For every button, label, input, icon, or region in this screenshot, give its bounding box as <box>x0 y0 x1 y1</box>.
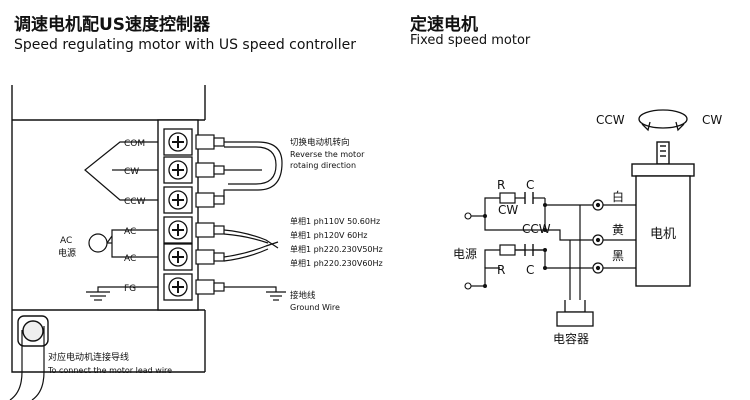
left-title-en: Speed regulating motor with US speed con… <box>14 37 356 53</box>
terminal-screw-icon <box>163 186 193 214</box>
terminal-screw-icon <box>163 243 193 271</box>
capacitor-label: 电容器 <box>553 331 589 346</box>
lead-wire-label-en: To connect the motor lead wire <box>47 366 172 375</box>
capacitor-1 <box>524 192 534 204</box>
junction-dots <box>483 203 547 288</box>
wire-white-label: 白 <box>612 189 624 204</box>
lead-wire-label-cn: 对应电动机连接导线 <box>48 351 129 363</box>
right-title-cn: 定速电机 <box>410 15 478 35</box>
r2-label: R <box>497 263 505 277</box>
terminal-screw-icon <box>163 156 193 184</box>
resistor-2 <box>499 244 516 256</box>
ccw-label: CCW <box>522 222 551 236</box>
external-wiring <box>9 141 286 400</box>
terminal-block <box>163 128 193 301</box>
terminal-labels: COM CW CCW AC AC FG <box>124 139 146 294</box>
terminal-label-ac-2: AC <box>124 254 136 264</box>
terminal-label-com: COM <box>124 139 145 149</box>
resistor-1 <box>499 192 516 204</box>
capacitor-2 <box>524 244 534 256</box>
terminal-label-cw: CW <box>124 167 139 177</box>
right-title-en: Fixed speed motor <box>410 33 531 48</box>
motor-terminals <box>592 199 604 274</box>
r1-label: R <box>497 178 505 192</box>
terminal-label-ccw: CCW <box>124 197 146 207</box>
reverse-label-en1: Reverse the motor <box>290 150 365 159</box>
ac-label: AC <box>60 236 72 246</box>
c2-label: C <box>526 263 534 277</box>
power-label: 电源 <box>58 247 76 259</box>
cw-label: CW <box>498 203 518 217</box>
power-label-right: 电源 <box>453 247 477 261</box>
rotation-arrow-icon <box>638 109 688 132</box>
voltage-label-4: 单相1 ph220.230V60Hz <box>290 258 383 268</box>
power-terminals <box>464 212 472 290</box>
ccw-top-label: CCW <box>596 113 625 127</box>
wire-black-label: 黑 <box>612 249 624 263</box>
wire-yellow-label: 黄 <box>612 223 624 237</box>
voltage-label-3: 单相1 ph220.230V50Hz <box>290 244 383 254</box>
motor-label: 电机 <box>650 227 676 242</box>
c1-label: C <box>526 178 534 192</box>
terminal-screw-icon <box>163 128 193 156</box>
reverse-label-en2: rotaing direction <box>290 161 356 170</box>
voltage-label-2: 单相1 ph120V 60Hz <box>290 230 367 240</box>
terminal-label-ac-1: AC <box>124 227 136 237</box>
terminal-label-fg: FG <box>124 284 136 294</box>
motor-body <box>631 141 695 287</box>
capacitor-component <box>556 300 594 327</box>
ground-label-cn: 接地线 <box>290 290 316 301</box>
controller-internal-wiring <box>84 141 158 301</box>
terminal-screw-icon <box>163 216 193 244</box>
ground-label-en: Ground Wire <box>290 303 340 312</box>
lug-connectors <box>195 134 225 295</box>
cw-top-label: CW <box>702 113 722 127</box>
voltage-label-1: 单相1 ph110V 50.60Hz <box>290 216 380 226</box>
terminal-screw-icon <box>163 273 193 301</box>
left-title-cn: 调速电机配US速度控制器 <box>14 15 211 35</box>
reverse-label-cn: 切换电动机转向 <box>290 137 350 148</box>
